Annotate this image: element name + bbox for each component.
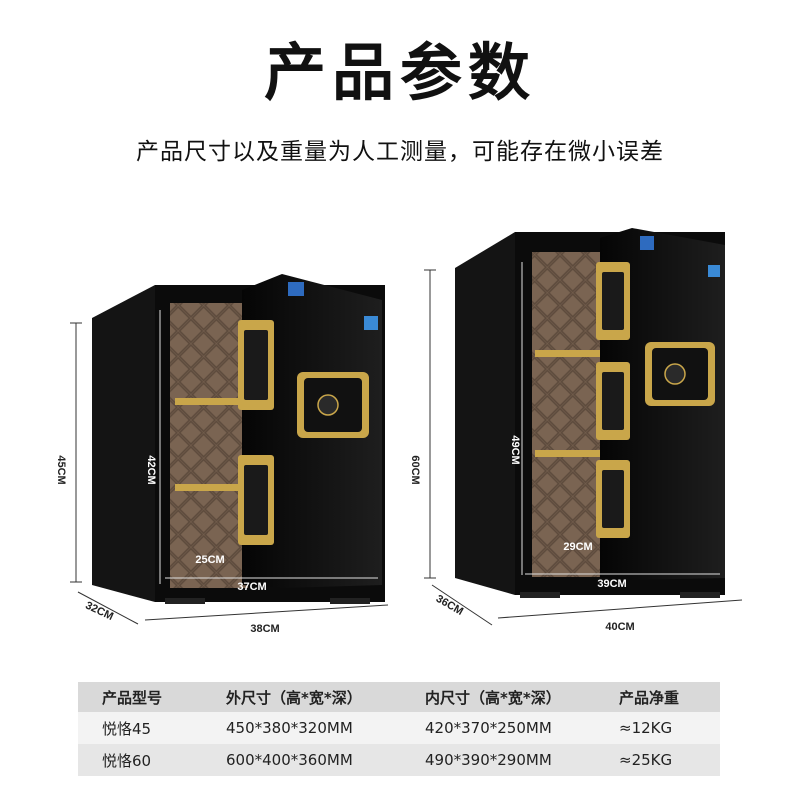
spec-table-header: 产品型号 外尺寸（高*宽*深） 内尺寸（高*宽*深） 产品净重 <box>78 682 720 712</box>
safe-small: 45CM 42CM 25CM 37CM 32CM 38CM <box>55 274 389 635</box>
safe-large-inner-depth-label: 29CM <box>563 541 592 553</box>
header-model: 产品型号 <box>78 682 202 712</box>
safe-large-height-label: 60CM <box>409 455 421 484</box>
cell-inner-size: 490*390*290MM <box>401 744 595 776</box>
header-net-weight: 产品净重 <box>595 682 720 712</box>
table-row: 悦恪45 450*380*320MM 420*370*250MM ≈12KG <box>78 712 720 744</box>
header-outer-size: 外尺寸（高*宽*深） <box>202 682 401 712</box>
safes-illustration: 45CM 42CM 25CM 37CM 32CM 38CM 60CM <box>55 228 743 635</box>
cell-net-weight: ≈12KG <box>595 712 720 744</box>
safe-large-interior <box>532 252 602 577</box>
page-title: 产品参数 <box>263 36 536 109</box>
safe-small-width-label: 38CM <box>250 623 279 635</box>
safe-small-inner-width-label: 37CM <box>237 581 266 593</box>
safe-small-inner-height-label: 42CM <box>145 455 157 484</box>
page-subtitle: 产品尺寸以及重量为人工测量，可能存在微小误差 <box>136 139 664 165</box>
safe-large-inner-height-label: 49CM <box>509 435 521 464</box>
cell-outer-size: 450*380*320MM <box>202 712 401 744</box>
spec-table: 产品型号 外尺寸（高*宽*深） 内尺寸（高*宽*深） 产品净重 悦恪45 450… <box>78 682 720 776</box>
safe-small-interior <box>170 303 248 588</box>
safe-small-height-label: 45CM <box>55 455 67 484</box>
cell-inner-size: 420*370*250MM <box>401 712 595 744</box>
safe-large: 60CM 49CM 29CM 39CM 36CM 40CM <box>409 228 743 633</box>
cell-model: 悦恪45 <box>78 712 202 744</box>
safe-small-inner-depth-label: 25CM <box>195 554 224 566</box>
table-row: 悦恪60 600*400*360MM 490*390*290MM ≈25KG <box>78 744 720 776</box>
cell-outer-size: 600*400*360MM <box>202 744 401 776</box>
safe-large-inner-width-label: 39CM <box>597 578 626 590</box>
cell-net-weight: ≈25KG <box>595 744 720 776</box>
safe-large-width-label: 40CM <box>605 621 634 633</box>
header-inner-size: 内尺寸（高*宽*深） <box>401 682 595 712</box>
cell-model: 悦恪60 <box>78 744 202 776</box>
